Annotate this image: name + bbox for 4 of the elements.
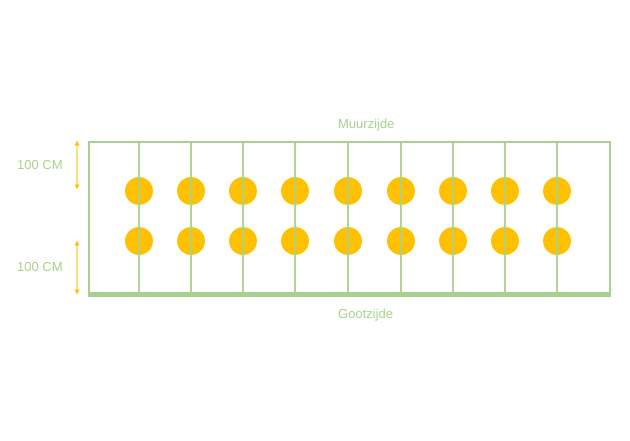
side-label: Muurzijde [338,116,394,132]
dimension-label: 100 CM [17,259,63,275]
side-label: Gootzijde [338,306,393,322]
dimension-label: 100 CM [17,157,63,173]
